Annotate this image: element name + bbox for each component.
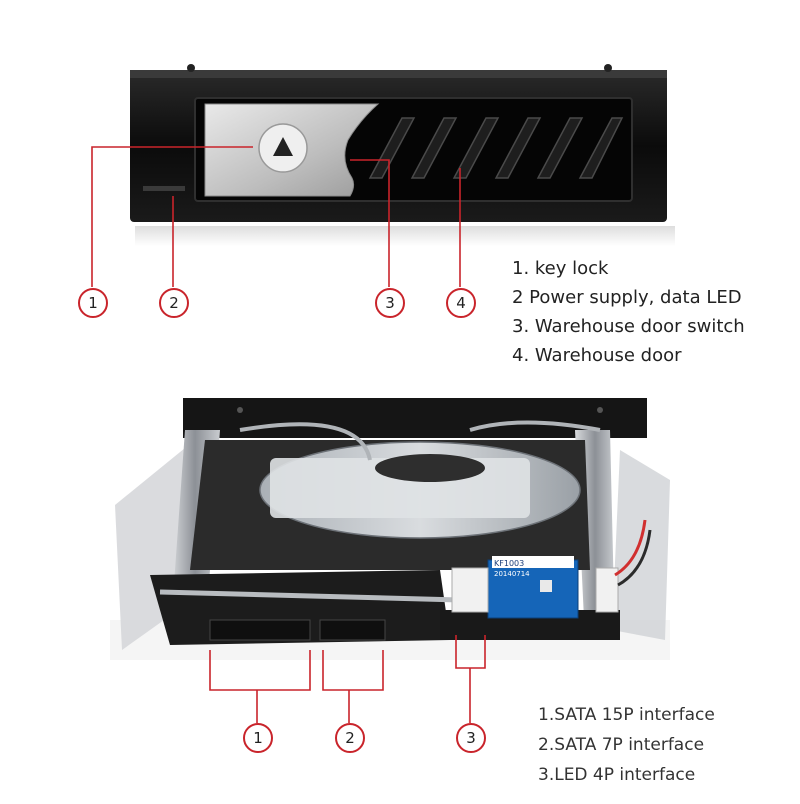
callout-top-4: 4 [446,288,476,318]
callout-bottom-2: 2 [335,723,365,753]
callout-bottom-3: 3 [456,723,486,753]
callout-top-1: 1 [78,288,108,318]
bottom-legend-2: 2.SATA 7P interface [538,735,705,755]
top-legend-2: 2 Power supply, data LED [512,287,742,308]
top-legend-1: 1. key lock [512,258,609,279]
callout-top-3: 3 [375,288,405,318]
bottom-legend-3: 3.LED 4P interface [538,765,696,785]
warehouse-door-vents [368,117,624,179]
pcb-label-1: KF1003 [494,559,524,568]
top-legend-4: 4. Warehouse door [512,345,682,366]
top-callout-lines [91,146,461,287]
bottom-legend-1: 1.SATA 15P interface [538,705,715,725]
drive-tray [110,398,670,660]
callout-bottom-1: 1 [243,723,273,753]
top-legend-3: 3. Warehouse door switch [512,316,745,337]
pcb-label-2: 20140714 [494,570,530,578]
bottom-callout-lines [209,635,486,723]
led-pcb [487,559,579,619]
pcb-label-plate [492,556,574,568]
callout-top-2: 2 [159,288,189,318]
bezel-front [130,64,675,246]
